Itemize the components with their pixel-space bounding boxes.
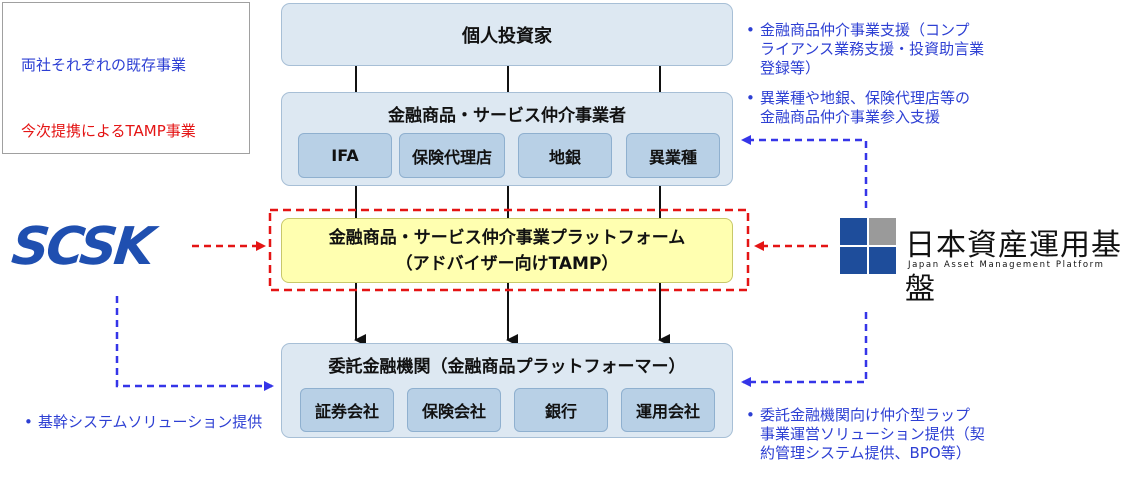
jamp-logo-square (840, 218, 867, 245)
arrow-jamp-consignment (741, 312, 868, 387)
intermediary-item-ifa: IFA (298, 133, 392, 178)
tamp-dashed-frame (268, 208, 750, 292)
note-line: 委託金融機関向け仲介型ラップ (760, 406, 971, 424)
jamp-logo-square (869, 218, 896, 245)
jamp-logo-square (869, 247, 896, 274)
jamp-logo: 日本資産運用基盤 Japan Asset Management Platform (840, 218, 1138, 307)
intermediary-item-regional-bank: 地銀 (518, 133, 612, 178)
note-line: 事業運営ソリューション提供（契 (760, 425, 985, 443)
note-left-bottom: • 基幹システムソリューション提供 (24, 413, 278, 432)
platform-line2: （アドバイザー向けTAMP） (395, 253, 619, 274)
consignment-item-securities: 証券会社 (300, 388, 394, 432)
investor-box: 個人投資家 (281, 3, 733, 66)
note-line: 約管理システム提供、BPO等） (760, 444, 971, 462)
scsk-logo: SCSK (8, 217, 155, 277)
consignment-item-insurance: 保険会社 (407, 388, 501, 432)
intermediary-item-insurance-agency: 保険代理店 (399, 133, 505, 178)
note-line: 登録等） (760, 59, 821, 77)
note-bullet: • (24, 413, 33, 431)
intermediary-box: 金融商品・サービス仲介事業者 IFA 保険代理店 地銀 異業種 (281, 92, 733, 186)
note-line: 金融商品仲介事業支援（コンプ (760, 21, 970, 39)
note-bullet: • (746, 89, 755, 107)
platform-line1: 金融商品・サービス仲介事業プラットフォーム (328, 227, 686, 248)
note-line: 基幹システムソリューション提供 (38, 413, 263, 431)
legend-tamp-label: 今次提携によるTAMP事業 (21, 122, 196, 140)
consignment-item-asset-manager: 運用会社 (621, 388, 715, 432)
intermediary-title: 金融商品・サービス仲介事業者 (388, 106, 626, 126)
legend-existing-label: 両社それぞれの既存事業 (21, 56, 187, 74)
note-line: 異業種や地銀、保険代理店等の (760, 89, 971, 107)
note-right-top-1: • 金融商品仲介事業支援（コンプ ライアンス業務支援・投資助言業 登録等） (746, 21, 1060, 78)
note-bullet: • (746, 21, 755, 39)
tamp-platform-box: 金融商品・サービス仲介事業プラットフォーム （アドバイザー向けTAMP） (281, 218, 733, 283)
consignment-title: 委託金融機関（金融商品プラットフォーマー） (328, 357, 686, 377)
consignment-item-bank: 銀行 (514, 388, 608, 432)
intermediary-item-other-industry: 異業種 (626, 133, 720, 178)
note-bullet: • (746, 406, 755, 424)
note-right-bottom: • 委託金融機関向け仲介型ラップ 事業運営ソリューション提供（契 約管理システム… (746, 406, 1060, 463)
jamp-logo-square (840, 247, 867, 274)
note-right-top-2: • 異業種や地銀、保険代理店等の 金融商品仲介事業参入支援 (746, 89, 1060, 127)
arrow-jamp-intermediary (741, 135, 868, 208)
consignment-box: 委託金融機関（金融商品プラットフォーマー） 証券会社 保険会社 銀行 運用会社 (281, 343, 733, 438)
note-line: ライアンス業務支援・投資助言業 (760, 40, 985, 58)
arrow-scsk-consignment (115, 296, 274, 391)
legend: 両社それぞれの既存事業 今次提携によるTAMP事業 (2, 2, 250, 154)
investor-title: 個人投資家 (462, 25, 552, 47)
jamp-logo-mark (840, 218, 896, 274)
jamp-name: 日本資産運用基盤 (905, 228, 1122, 307)
jamp-sub: Japan Asset Management Platform (908, 260, 1105, 270)
note-line: 金融商品仲介事業参入支援 (760, 108, 941, 126)
